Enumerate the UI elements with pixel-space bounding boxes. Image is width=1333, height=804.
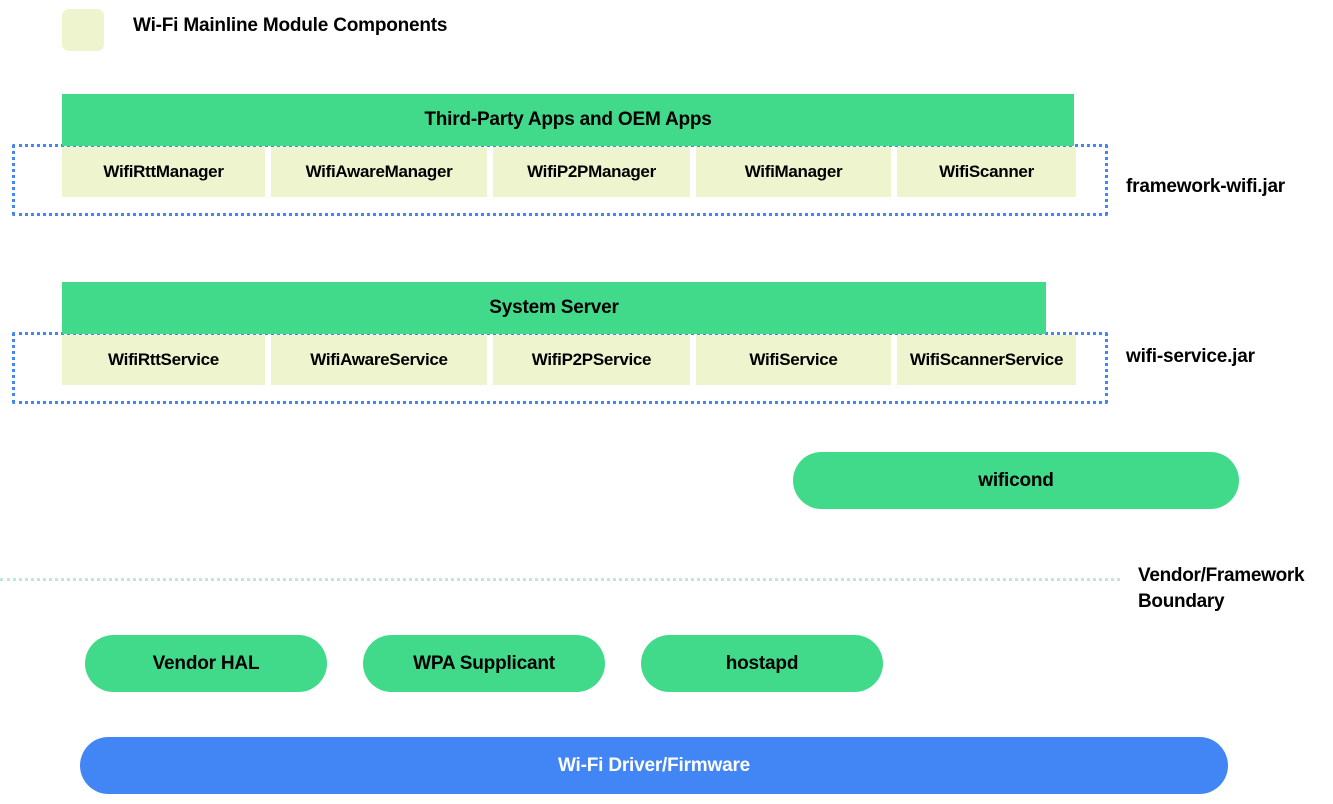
wifi-driver-firmware-bar[interactable]: Wi-Fi Driver/Firmware	[80, 737, 1228, 794]
wificond-pill[interactable]: wificond	[793, 452, 1239, 509]
component-wifirttmanager[interactable]: WifiRttManager	[62, 147, 265, 197]
hostapd-pill[interactable]: hostapd	[641, 635, 883, 692]
third-party-apps-header: Third-Party Apps and OEM Apps	[62, 94, 1074, 146]
component-wifiscannerservice[interactable]: WifiScannerService	[897, 335, 1076, 385]
legend-label: Wi-Fi Mainline Module Components	[133, 15, 448, 36]
service-component-row: WifiRttService WifiAwareService WifiP2PS…	[62, 335, 1076, 385]
component-wifip2pmanager[interactable]: WifiP2PManager	[493, 147, 690, 197]
component-wifiscanner[interactable]: WifiScanner	[897, 147, 1076, 197]
component-wifirttservice[interactable]: WifiRttService	[62, 335, 265, 385]
component-wifiawaremanager[interactable]: WifiAwareManager	[271, 147, 487, 197]
boundary-label-line2: Boundary	[1138, 591, 1225, 612]
framework-wifi-jar-label: framework-wifi.jar	[1126, 176, 1286, 197]
vendor-framework-boundary-line	[0, 578, 1120, 581]
wifi-service-jar-label: wifi-service.jar	[1126, 346, 1255, 367]
legend-swatch	[62, 9, 104, 51]
component-wifiawareservice[interactable]: WifiAwareService	[271, 335, 487, 385]
boundary-label-line1: Vendor/Framework	[1138, 565, 1305, 586]
component-wifip2pservice[interactable]: WifiP2PService	[493, 335, 690, 385]
component-wifiservice[interactable]: WifiService	[696, 335, 891, 385]
vendor-framework-boundary-label: Vendor/Framework Boundary	[1138, 563, 1333, 615]
component-wifimanager[interactable]: WifiManager	[696, 147, 891, 197]
system-server-header: System Server	[62, 282, 1046, 334]
framework-component-row: WifiRttManager WifiAwareManager WifiP2PM…	[62, 147, 1076, 197]
vendor-hal-pill[interactable]: Vendor HAL	[85, 635, 327, 692]
wpa-supplicant-pill[interactable]: WPA Supplicant	[363, 635, 605, 692]
